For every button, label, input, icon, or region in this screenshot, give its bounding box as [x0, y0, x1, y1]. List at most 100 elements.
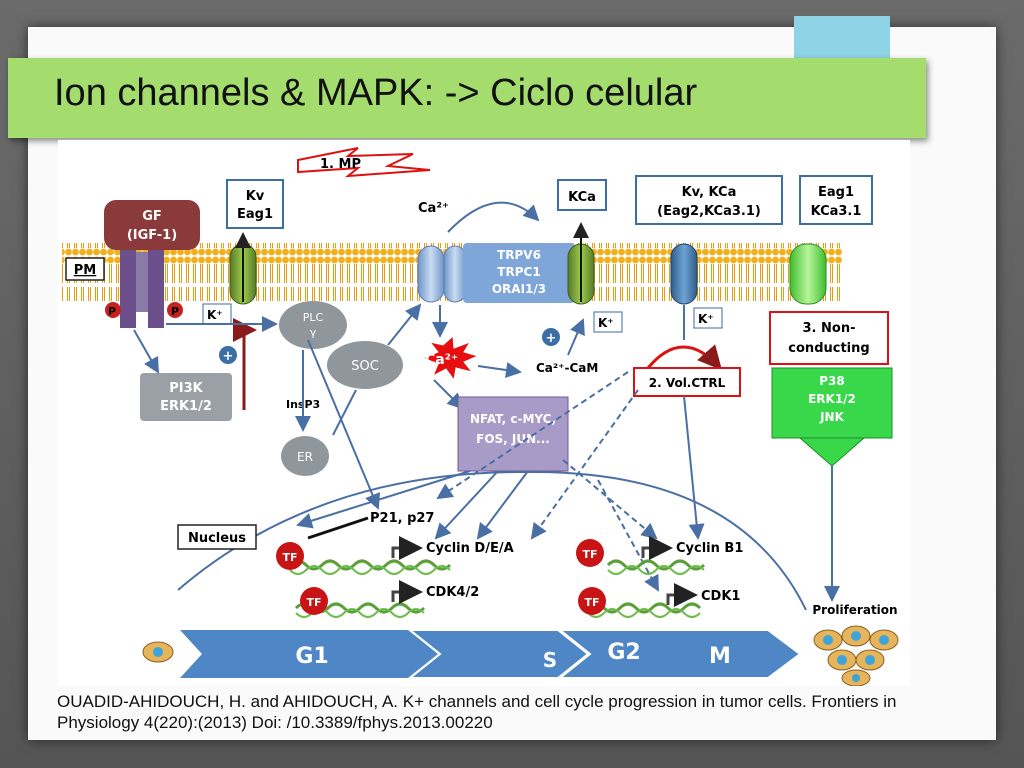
trp-label-3: ORAI1/3 [492, 282, 546, 296]
kca-label: KCa [568, 190, 596, 205]
k-label-1: K⁺ [207, 308, 223, 322]
gf-igf1-ligand [104, 200, 200, 250]
pi3k-label-2: ERK1/2 [160, 399, 212, 414]
tf-label-2: TF [306, 596, 321, 609]
soc-label: SOC [351, 359, 379, 374]
phase-g2-label: G2 [607, 640, 640, 665]
mapk-arrow-head [798, 437, 866, 467]
vol-ctrl-label: 2. Vol.CTRL [649, 376, 726, 390]
plc-gamma [279, 301, 347, 349]
ca-channel-left [417, 245, 445, 303]
nfat-label-1: NFAT, c-MYC, [470, 412, 556, 426]
nucleus-label: Nucleus [188, 531, 246, 546]
phase-g1-label: G1 [295, 644, 328, 669]
er-ellipse [281, 436, 329, 476]
dna-strand-3 [606, 559, 706, 571]
tf-circle-2 [300, 587, 328, 615]
gf-label-2: (IGF-1) [127, 228, 177, 243]
single-cell-icon [142, 641, 174, 663]
cdk42-label: CDK4/2 [426, 585, 479, 600]
pi3k-label-1: PI3K [169, 381, 203, 396]
promoter-arrow-3 [641, 536, 673, 560]
tf-circle-3 [576, 539, 604, 567]
dna-strand-1 [288, 559, 452, 571]
arrow-ca-cam [477, 362, 522, 378]
arrow-receptor-pi3k [133, 329, 159, 374]
plc-label-1: PLC [303, 311, 324, 324]
mapk-label-2: ERK1/2 [808, 392, 856, 406]
citation: OUADID-AHIDOUCH, H. and AHIDOUCH, A. K+ … [57, 692, 897, 732]
plus-label-2: + [546, 331, 557, 346]
kv-eag1-box [226, 179, 284, 229]
tf-label-3: TF [582, 548, 597, 561]
p21-label: P21, p27 [370, 511, 434, 526]
plus-icon-1 [219, 346, 237, 364]
ca-burst-icon [421, 334, 480, 382]
eag1-kca-label-1: Eag1 [818, 185, 854, 200]
arrow-plc-p21 [307, 339, 380, 510]
plus-icon-2 [542, 328, 560, 346]
ca-loop-arrow [447, 201, 540, 233]
nfat-box [457, 396, 569, 472]
plus-label-1: + [223, 349, 234, 364]
ca-channel-right [443, 245, 467, 303]
dna-strand-1b [289, 565, 451, 575]
cyclin-b1-label: Cyclin B1 [676, 541, 743, 556]
slide-title: Ion channels & MAPK: -> Ciclo celular [54, 72, 698, 114]
arrow-nfat-cdk1 [597, 479, 659, 592]
gf-label-1: GF [142, 209, 162, 224]
phase-band-g1 [180, 630, 438, 678]
pm-label: PM [74, 263, 96, 278]
cdk1-label: CDK1 [701, 589, 740, 604]
soc-ellipse [327, 341, 403, 389]
kv-kca-channel [670, 243, 698, 305]
arrow-volctrl-p21 [436, 371, 629, 500]
phase-m-label: M [709, 644, 731, 669]
kv-kca-box [635, 175, 783, 225]
mp-label: 1. MP [320, 157, 361, 172]
p-left-label: P [108, 305, 116, 318]
non-conducting-box [769, 311, 889, 365]
receptor-subunit-right [148, 250, 164, 328]
phospho-right [167, 302, 183, 318]
phase-band-g2m [557, 629, 802, 679]
kv-kca-label-2: (Eag2,KCa3.1) [657, 204, 761, 219]
kv-eag1-label-2: Eag1 [237, 207, 273, 222]
promoter-arrow-1 [391, 536, 423, 560]
cyclin-dea-label: Cyclin D/E/A [426, 541, 514, 556]
k-box-2 [593, 311, 623, 333]
ca-cam-label: Ca²⁺-CaM [536, 361, 598, 375]
p-right-label: P [171, 305, 179, 318]
eag1-kca-box [799, 175, 873, 225]
signaling-diagram: 1. MP Kv Eag1 GF (IGF-1) PM P P K⁺ + PI3… [58, 140, 910, 686]
kv-eag1-label-1: Kv [246, 189, 265, 204]
receptor-core [136, 252, 148, 312]
proliferation-label: Proliferation [812, 603, 897, 617]
promoter-arrow-4 [666, 583, 698, 607]
ca-burst-label: Ca²⁺ [425, 352, 458, 368]
dna-strand-3b [607, 565, 705, 575]
k-label-2: K⁺ [598, 316, 614, 330]
proliferating-cells-icon [813, 625, 899, 686]
arrow-cam-kca [567, 318, 585, 356]
arrow-nfat-cyclin-a [476, 470, 529, 540]
dna-strand-4 [586, 602, 702, 614]
arrow-nfat-nucleus [296, 470, 471, 529]
mapk-box [771, 367, 893, 439]
vol-ctrl-arrow [646, 344, 722, 371]
nfat-label-2: FOS, JUN... [476, 432, 550, 446]
tf-label-1: TF [282, 551, 297, 564]
tf-circle-1 [276, 542, 304, 570]
pi3k-erk-box [140, 373, 232, 421]
eag1-kca-label-2: KCa3.1 [811, 204, 862, 219]
kca-box [557, 179, 607, 211]
arrow-volctrl-cyclin-b1 [683, 395, 705, 540]
phase-s-label: S [543, 648, 557, 672]
arrow-nfat-cyclin-d [434, 470, 499, 540]
vol-ctrl-box [633, 367, 741, 397]
phase-band-s [407, 629, 590, 679]
non-conducting-label-2: conducting [788, 341, 869, 356]
er-label: ER [297, 450, 313, 464]
arrow-soc-channel [387, 303, 422, 346]
kv-kca-label-1: Kv, KCa [682, 185, 737, 200]
